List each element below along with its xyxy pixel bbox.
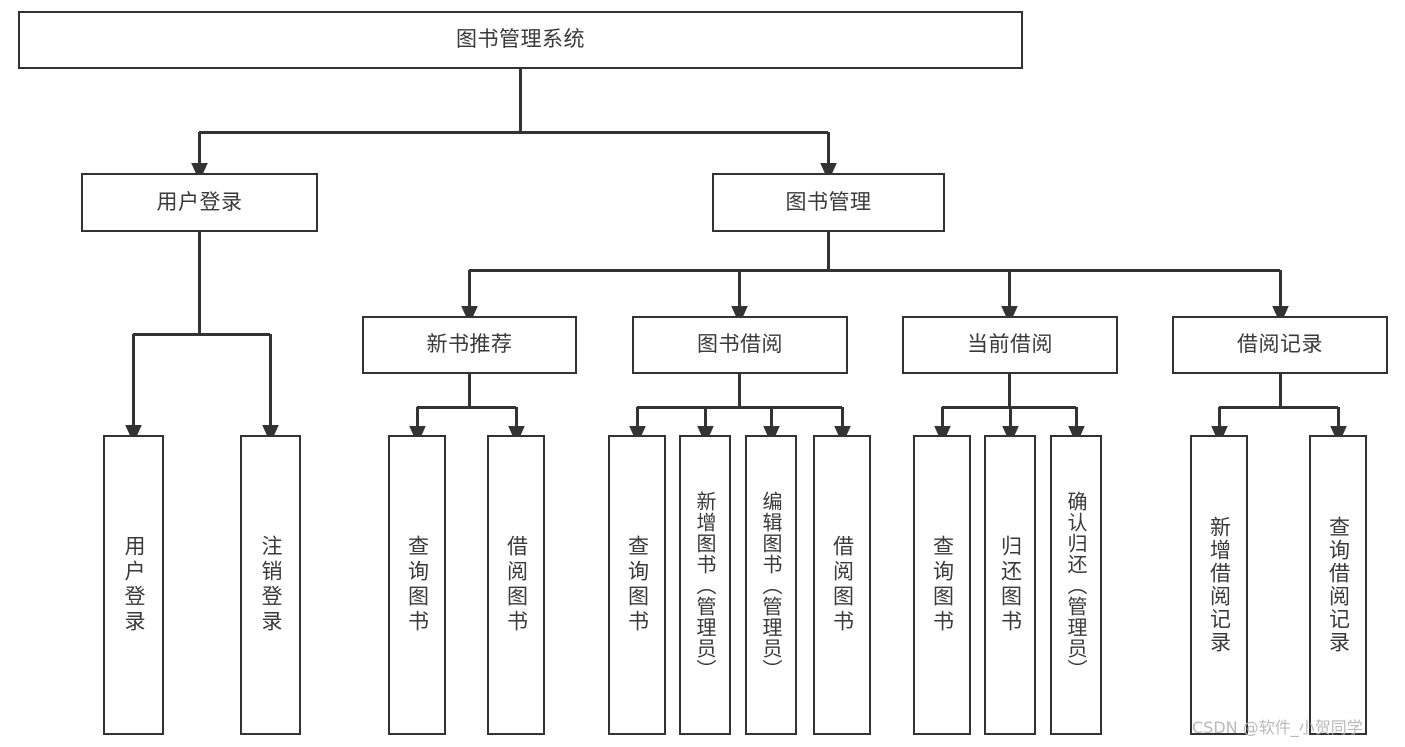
node-book-borrow[interactable]: 图书借阅 <box>632 316 848 374</box>
node-label-leaf-query-book-2: 查询图书 <box>625 535 650 635</box>
node-leaf-edit-book-admin[interactable]: 编辑图书（管理员） <box>745 435 797 735</box>
node-label-leaf-user-logout: 注销登录 <box>259 535 283 635</box>
node-leaf-confirm-return-admin[interactable]: 确认归还（管理员） <box>1050 435 1102 735</box>
node-label-leaf-user-login: 用户登录 <box>122 535 146 635</box>
node-label-root: 图书管理系统 <box>456 27 585 52</box>
node-leaf-query-record[interactable]: 查询借阅记录 <box>1309 435 1367 735</box>
node-user-login[interactable]: 用户登录 <box>81 173 318 232</box>
node-label-leaf-query-record: 查询借阅记录 <box>1326 516 1351 654</box>
node-borrow-record[interactable]: 借阅记录 <box>1172 316 1388 374</box>
node-label-leaf-edit-book-admin: 编辑图书（管理员） <box>759 490 783 680</box>
node-book-manage[interactable]: 图书管理 <box>712 173 945 232</box>
node-label-book-manage: 图书管理 <box>785 189 872 214</box>
node-leaf-query-book-3[interactable]: 查询图书 <box>913 435 971 735</box>
node-label-leaf-add-record: 新增借阅记录 <box>1207 516 1232 654</box>
node-label-leaf-query-book-3: 查询图书 <box>930 535 955 635</box>
node-label-borrow-record: 借阅记录 <box>1237 332 1323 357</box>
node-leaf-borrow-book-2[interactable]: 借阅图书 <box>813 435 871 735</box>
node-leaf-borrow-book-1[interactable]: 借阅图书 <box>487 435 545 735</box>
node-leaf-add-record[interactable]: 新增借阅记录 <box>1190 435 1248 735</box>
node-leaf-user-login[interactable]: 用户登录 <box>103 435 164 735</box>
node-label-leaf-confirm-return-admin: 确认归还（管理员） <box>1064 490 1088 680</box>
node-label-book-borrow: 图书借阅 <box>697 332 783 357</box>
node-leaf-query-book-1[interactable]: 查询图书 <box>388 435 446 735</box>
node-leaf-query-book-2[interactable]: 查询图书 <box>608 435 666 735</box>
node-leaf-return-book[interactable]: 归还图书 <box>984 435 1036 735</box>
node-root-system[interactable]: 图书管理系统 <box>18 11 1023 69</box>
node-label-leaf-add-book-admin: 新增图书（管理员） <box>693 490 717 680</box>
node-label-user-login: 用户登录 <box>156 189 243 214</box>
node-label-leaf-borrow-book-2: 借阅图书 <box>830 535 855 635</box>
node-label-current-borrow: 当前借阅 <box>967 332 1053 357</box>
node-label-leaf-borrow-book-1: 借阅图书 <box>504 535 529 635</box>
node-leaf-add-book-admin[interactable]: 新增图书（管理员） <box>679 435 731 735</box>
node-leaf-user-logout[interactable]: 注销登录 <box>240 435 301 735</box>
node-label-leaf-return-book: 归还图书 <box>998 535 1023 635</box>
node-label-leaf-query-book-1: 查询图书 <box>405 535 430 635</box>
node-label-new-book-rec: 新书推荐 <box>426 332 513 357</box>
node-new-book-rec[interactable]: 新书推荐 <box>362 316 577 374</box>
node-current-borrow[interactable]: 当前借阅 <box>902 316 1118 374</box>
